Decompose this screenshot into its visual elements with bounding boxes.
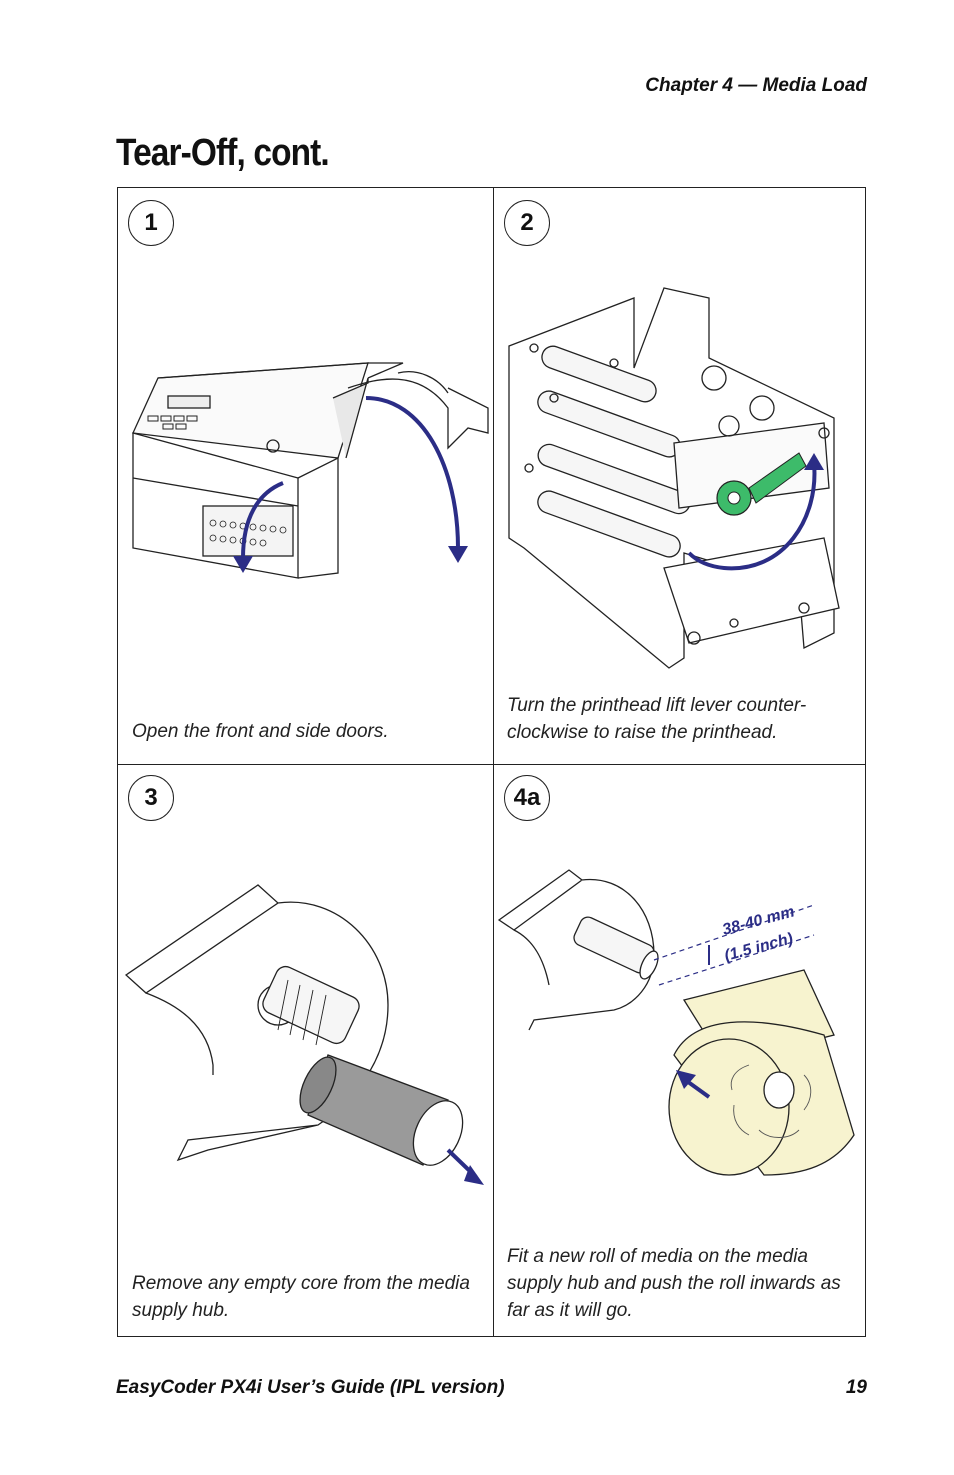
step-number-badge: 2 [504,200,550,246]
step-number-badge: 1 [128,200,174,246]
step-number-badge: 3 [128,775,174,821]
steps-grid: 1 [117,187,866,1337]
grid-divider-horizontal [118,764,865,765]
step-caption: Open the front and side doors. [132,721,389,742]
step-3-panel: 3 Remove any empty core from the media s… [118,765,493,1337]
page-number: 19 [845,1377,867,1398]
chapter-header: Chapter 4 — Media Load [645,75,867,96]
step-caption: Fit a new roll of media on the media sup… [507,1246,841,1321]
printhead-mechanism-icon [508,287,840,669]
step-caption: Remove any empty core from the media sup… [132,1273,470,1321]
step-1-panel: 1 [118,188,493,764]
step-2-panel: 2 Turn the printhead lift lever counte [494,188,867,764]
step-caption: Turn the printhead lift lever counter-cl… [507,695,807,743]
footer-guide-title: EasyCoder PX4i User’s Guide (IPL version… [116,1377,505,1398]
step-4a-panel: 4a 38-40 mm (1.5 inch) [494,765,867,1337]
grid-divider-vertical [493,188,494,1336]
printer-open-doors-icon [132,362,489,579]
media-hub-core-icon [124,884,484,1185]
step-number-badge: 4a [504,775,550,821]
page-title: Tear-Off, cont. [116,132,330,174]
media-roll-insert-icon: 38-40 mm (1.5 inch) [497,869,855,1176]
